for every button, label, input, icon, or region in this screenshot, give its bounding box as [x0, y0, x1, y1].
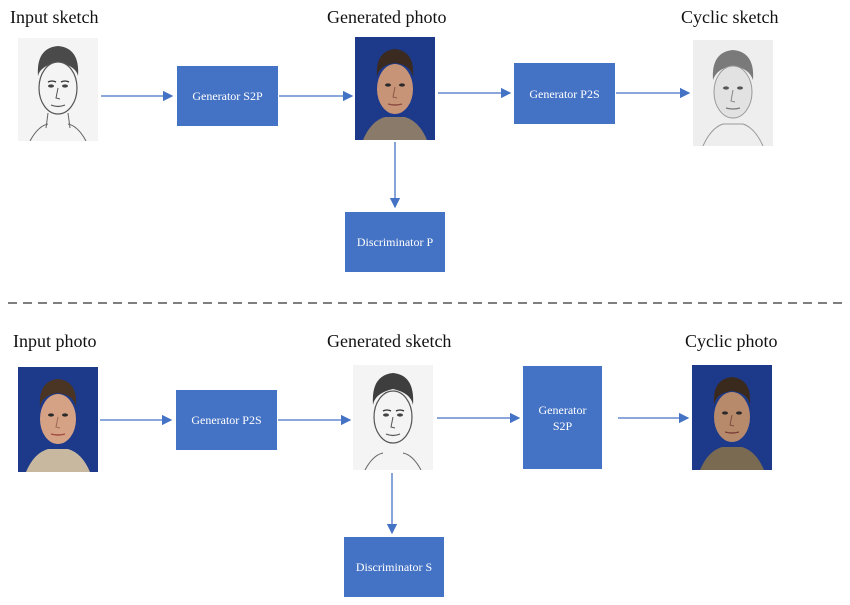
input-sketch-label: Input sketch [10, 7, 99, 27]
generator-s2p-label-line2: S2P [552, 418, 573, 433]
generated-photo-label: Generated photo [327, 7, 447, 27]
generator-p2s-label-top: Generator P2S [529, 86, 600, 101]
discriminator-s-label: Discriminator S [355, 560, 433, 574]
input-photo-label: Input photo [13, 331, 97, 351]
generator-s2p-label: Generator S2P [192, 89, 263, 103]
generated-sketch-label: Generated sketch [327, 331, 452, 351]
discriminator-s-box: Discriminator S [344, 537, 444, 597]
generated-photo-image [355, 37, 435, 140]
cyclic-sketch-label: Cyclic sketch [681, 7, 779, 27]
input-photo-image [18, 367, 98, 472]
generator-s2p-label-line1: Generator [538, 402, 587, 417]
input-sketch-image [18, 38, 98, 141]
generator-s2p-box: Generator S2P [177, 66, 278, 126]
generator-s2p-box-bottom: Generator S2P [523, 366, 602, 469]
discriminator-p-box: Discriminator P [345, 212, 445, 272]
generator-p2s-box-top: Generator P2S [514, 63, 615, 124]
generator-p2s-box-bottom: Generator P2S [176, 390, 277, 450]
generator-p2s-label-bottom: Generator P2S [191, 413, 262, 427]
cyclic-photo-label: Cyclic photo [685, 331, 778, 351]
cyclic-sketch-image [693, 40, 773, 146]
generated-sketch-image [353, 365, 433, 470]
cyclic-photo-image [692, 365, 772, 470]
discriminator-p-label: Discriminator P [356, 235, 434, 249]
